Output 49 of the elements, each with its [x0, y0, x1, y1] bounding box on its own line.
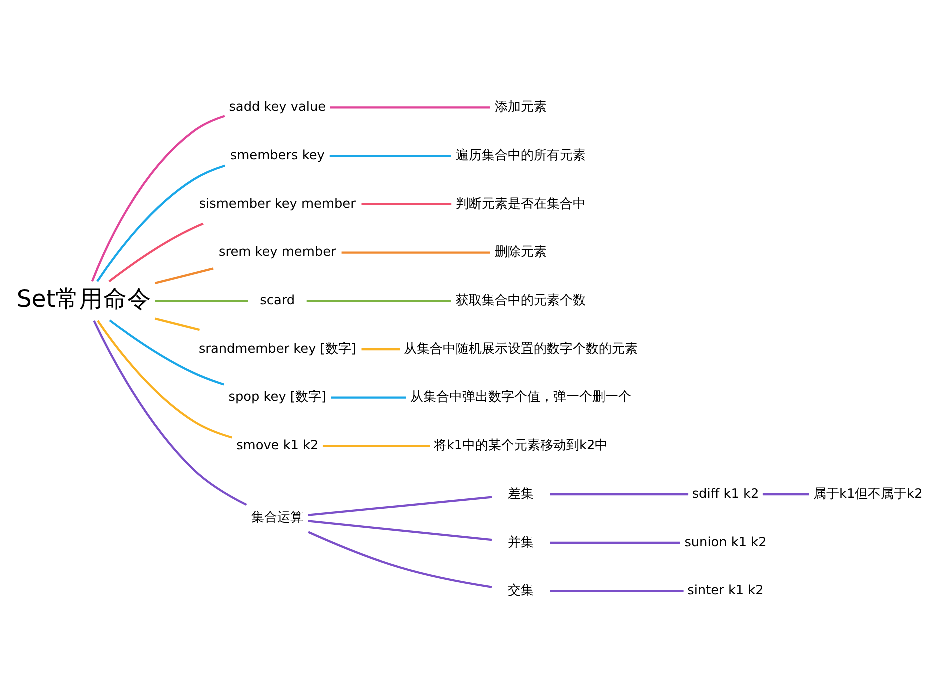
node-text: sismember key member: [198, 196, 356, 212]
connector: [329, 155, 451, 158]
node-text: srandmember key [数字]: [198, 342, 356, 357]
connector: [308, 531, 492, 588]
node-text: 从集合中随机展示设置的数字个数的元素: [404, 342, 638, 357]
connector: [550, 542, 680, 544]
connector: [330, 106, 490, 109]
connector: [90, 115, 225, 282]
node-text: srem key member: [218, 245, 336, 260]
connector: [108, 320, 224, 386]
node-text: sdiff k1 k2: [692, 486, 759, 502]
connector: [306, 300, 451, 302]
node-text: smembers key: [230, 148, 324, 164]
connector: [322, 445, 430, 448]
node-text: 集合运算: [251, 510, 304, 526]
node-text: scard: [260, 293, 295, 308]
connector: [96, 164, 226, 282]
node-text: 并集: [508, 535, 534, 550]
connector: [92, 320, 247, 506]
connector: [341, 252, 490, 254]
node-text: 删除元素: [494, 245, 547, 260]
node-text: 遍历集合中的所有元素: [456, 148, 586, 164]
connector: [330, 396, 406, 399]
connector: [154, 300, 248, 302]
node-text: Set常用命令: [16, 285, 152, 314]
connector: [361, 348, 400, 351]
connector: [308, 520, 492, 542]
connector: [550, 590, 684, 592]
node-text: 添加元素: [494, 100, 547, 116]
connector: [96, 320, 232, 439]
node-text: sunion k1 k2: [684, 535, 766, 550]
node-text: 属于k1但不属于k2: [812, 486, 922, 502]
node-text: sinter k1 k2: [687, 584, 764, 599]
node-text: 获取集合中的元素个数: [456, 293, 586, 308]
connector: [550, 494, 688, 496]
connector: [154, 318, 200, 332]
node-text: 差集: [508, 486, 534, 502]
node-text: smove k1 k2: [236, 438, 318, 454]
connector: [762, 494, 809, 496]
connector: [154, 268, 214, 285]
connector: [308, 496, 492, 516]
connector: [108, 222, 204, 282]
connector: [361, 203, 452, 206]
node-text: 将k1中的某个元素移动到k2中: [433, 438, 608, 454]
node-text: 交集: [508, 584, 534, 599]
node-text: 判断元素是否在集合中: [456, 196, 586, 212]
node-text: 从集合中弹出数字个值，弹一个删一个: [410, 390, 632, 406]
node-text: sadd key value: [228, 100, 326, 116]
node-text: spop key [数字]: [228, 390, 326, 406]
